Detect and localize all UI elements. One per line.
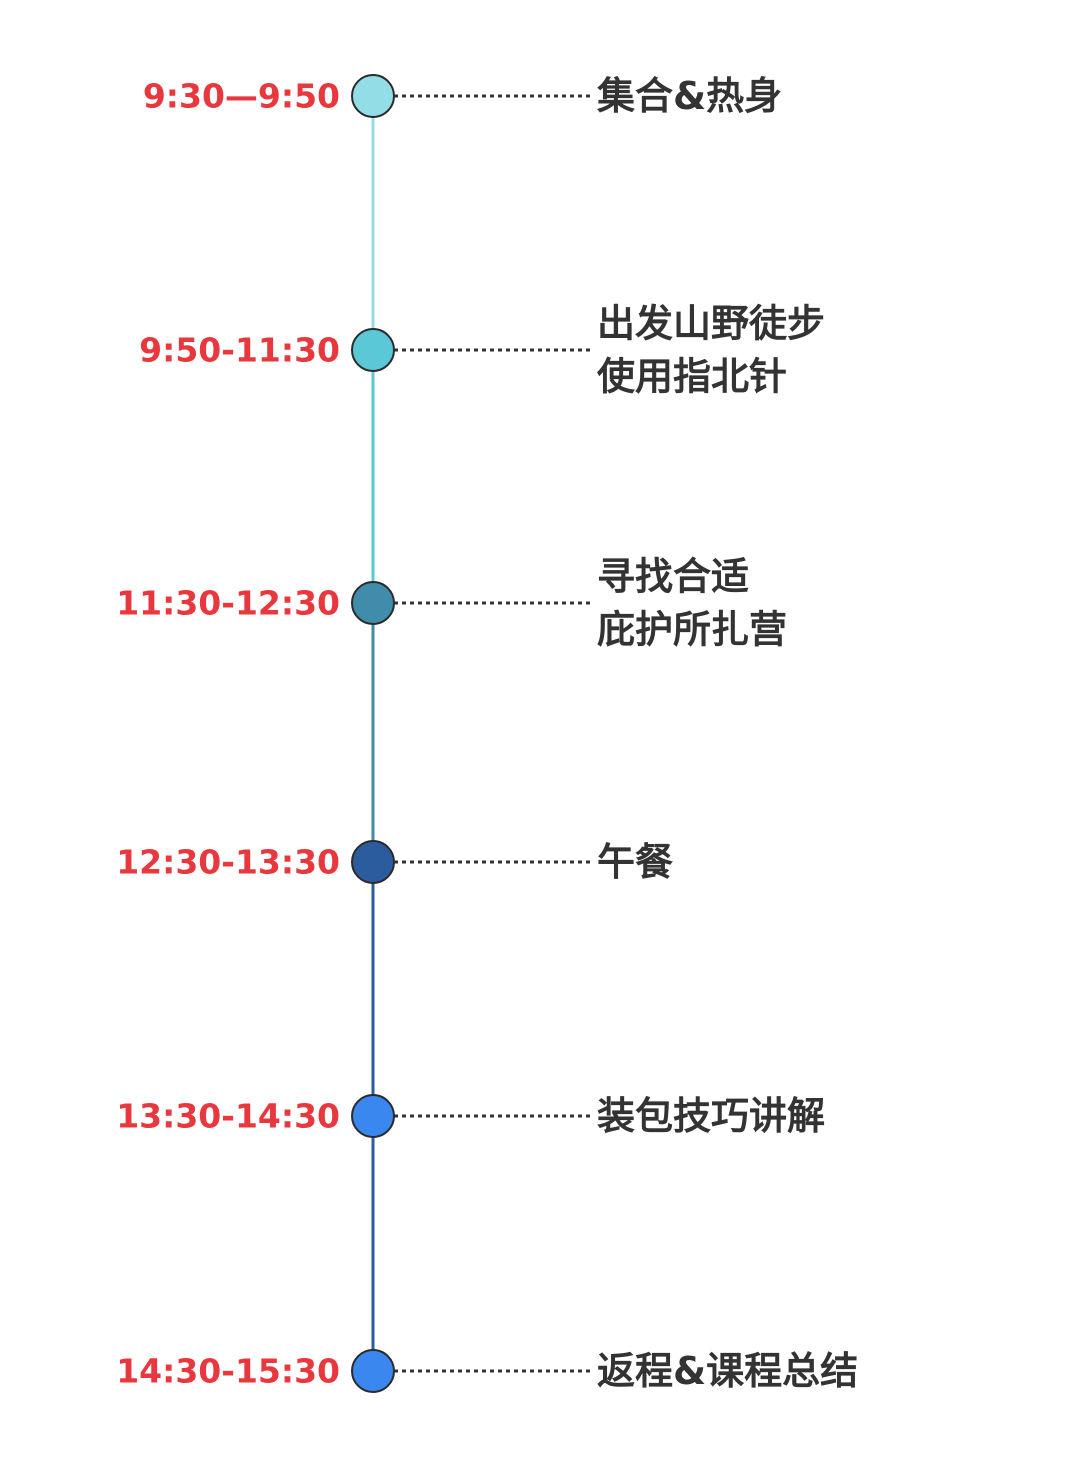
time-label-5: 13:30-14:30 [116,1097,340,1136]
event-label-4-line-1: 午餐 [597,840,673,884]
timeline-node-1 [351,74,395,118]
timeline-node-3 [351,581,395,625]
timeline-node-4 [351,840,395,884]
event-label-3-line-1: 寻找合适 [597,555,749,599]
event-label-2-line-1: 出发山野徒步 [597,302,825,346]
time-label-3: 11:30-12:30 [116,584,340,623]
timeline-node-2 [351,328,395,372]
event-label-2-line-2: 使用指北针 [597,355,787,399]
event-label-6-line-1: 返程&课程总结 [597,1349,858,1393]
timeline-node-6 [351,1349,395,1393]
event-label-5-line-1: 装包技巧讲解 [597,1094,825,1138]
time-label-1: 9:30—9:50 [143,77,340,116]
time-labels: 9:30—9:50 9:50-11:30 11:30-12:30 12:30-13:3… [116,77,340,1391]
connector-lines [394,94,594,1373]
event-label-3-line-2: 庇护所扎营 [597,608,787,652]
timeline-node-5 [351,1094,395,1138]
event-label-1-line-1: 集合&热身 [596,74,782,118]
time-label-6: 14:30-15:30 [116,1352,340,1391]
time-label-2: 9:50-11:30 [139,331,340,370]
timeline-nodes [351,74,395,1393]
time-label-4: 12:30-13:30 [116,843,340,882]
